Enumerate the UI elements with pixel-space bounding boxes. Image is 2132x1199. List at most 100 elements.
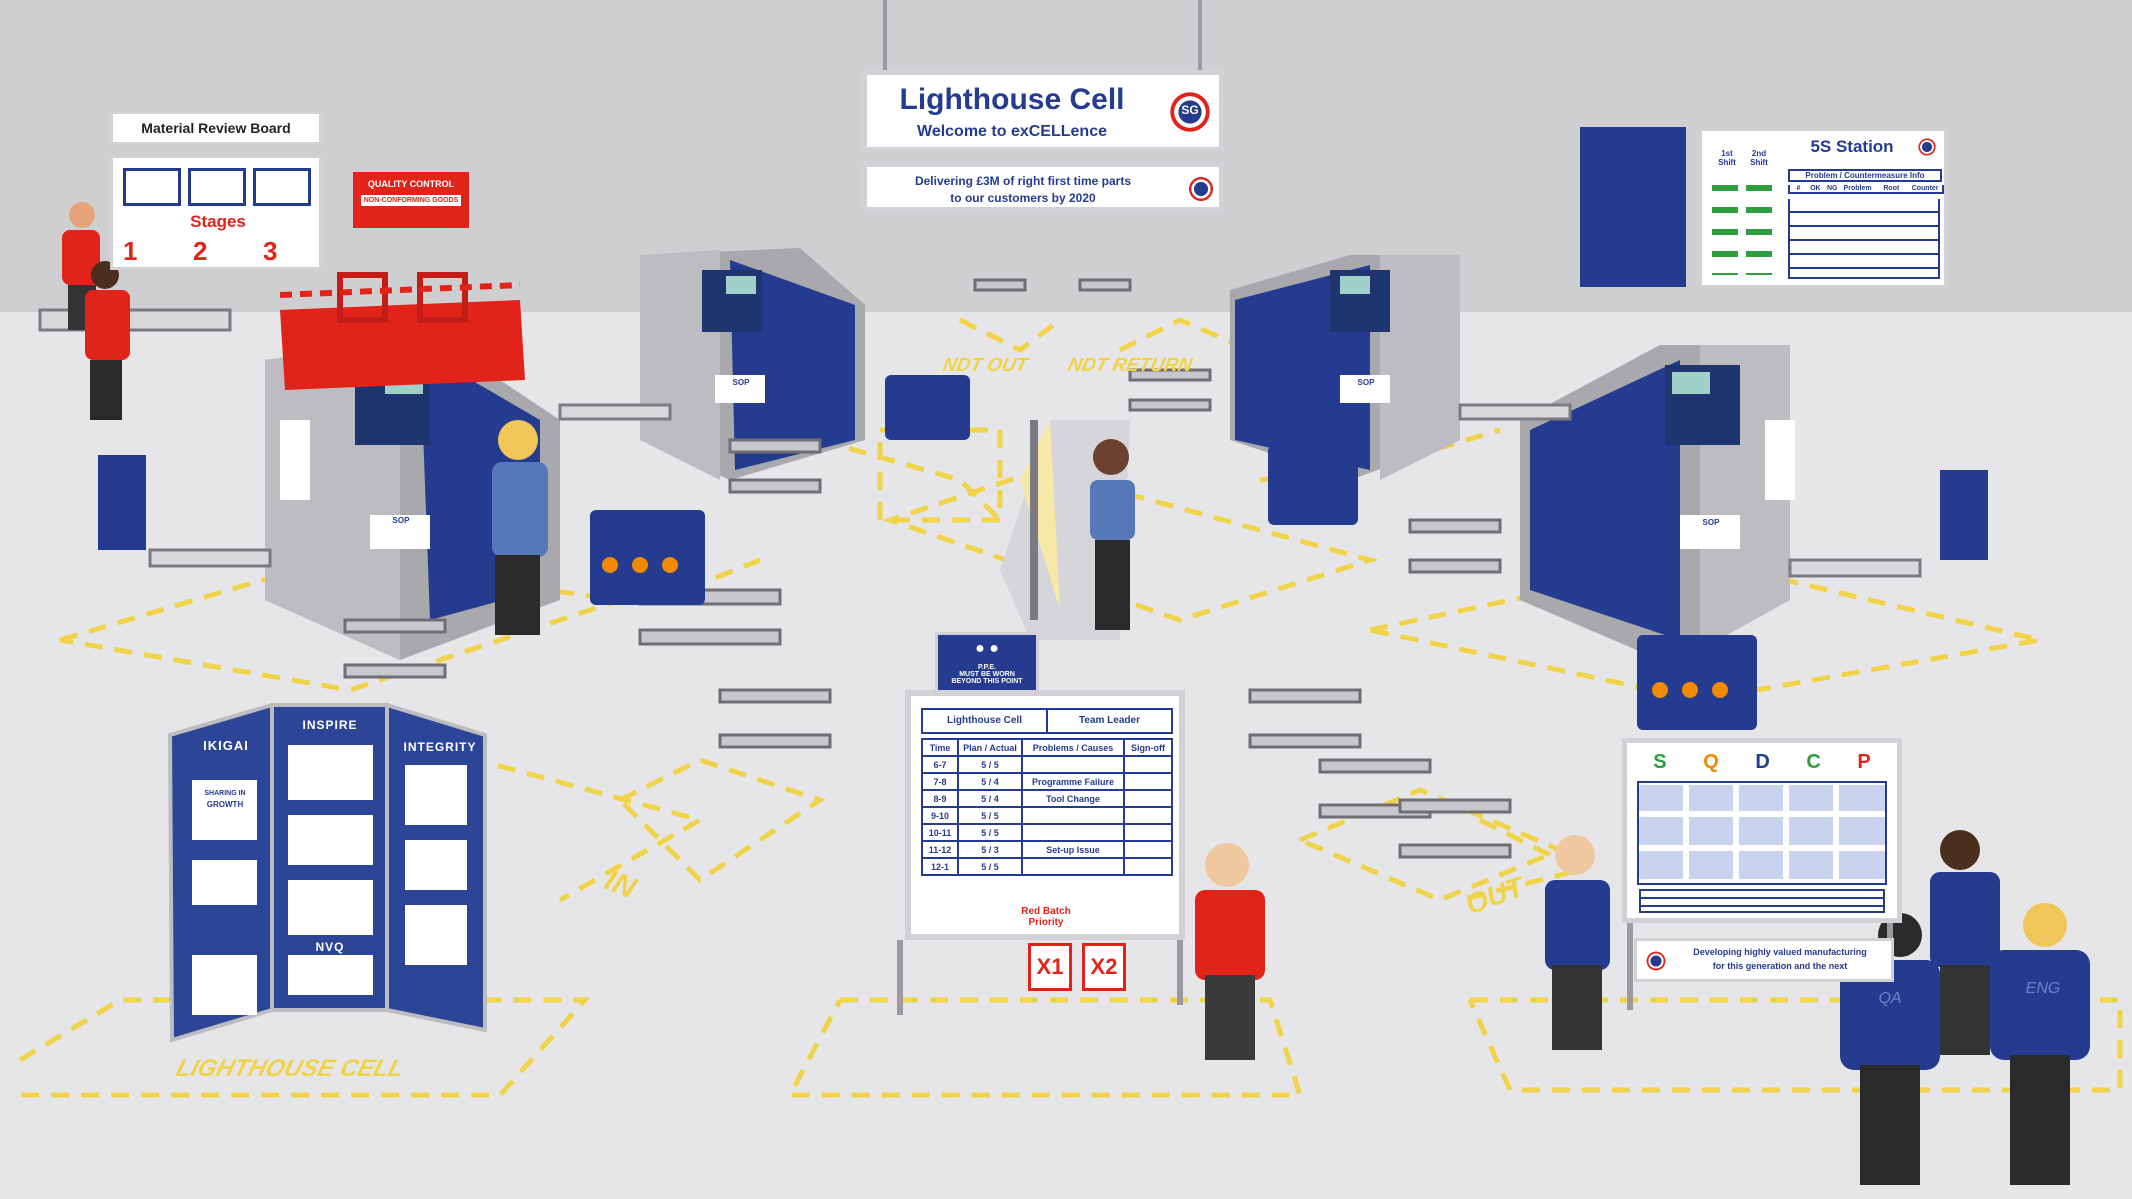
column-header: Time [921, 738, 959, 757]
sign-title: Lighthouse Cell [899, 83, 1125, 116]
time-cell: 10-11 [921, 823, 959, 842]
sop-label: SOP [732, 378, 750, 387]
column-header: Sign-off [1123, 738, 1173, 757]
floor-label-ndt-return: NDT RETURN [1066, 355, 1195, 376]
team-board-cell-label: Lighthouse Cell [923, 710, 1048, 732]
panel-title-integrity: INTEGRITY [403, 740, 477, 754]
column-header: Plan / Actual [957, 738, 1023, 757]
five-s-shift-2: 2nd Shift [1750, 149, 1768, 167]
team-leader-board: Lighthouse Cell Team Leader Time Plan / … [905, 690, 1185, 940]
panel-title-ikigai: IKIGAI [203, 738, 249, 753]
plan-actual-cell: 5 / 5 [957, 857, 1023, 876]
sop-label: SOP [392, 516, 410, 525]
plan-actual-cell: 5 / 3 [957, 840, 1023, 859]
signoff-cell [1123, 857, 1173, 876]
tag-2-text: X2 [1090, 954, 1118, 979]
mrb-bar-chart-icon [188, 168, 246, 206]
material-review-board-title: Material Review Board [110, 111, 322, 145]
sg-logo-icon [1167, 89, 1213, 135]
sharing-growth-line-1: SHARING IN [204, 790, 246, 797]
table-header-row: Time Plan / Actual Problems / Causes Sig… [921, 738, 1173, 757]
plan-value: 5 [981, 759, 987, 770]
sqdcp-letter-s: S [1653, 751, 1667, 773]
sign-subtitle: Welcome to exCELLence [917, 123, 1107, 140]
shift-indicator-column [1746, 175, 1772, 275]
five-s-columns: # OK NG Problem Root Counter [1788, 185, 1944, 194]
five-s-col: OK [1810, 185, 1821, 192]
problem-cell [1021, 806, 1125, 825]
cnc-machine-front-right [1520, 345, 1795, 660]
ppe-title: P.P.E. [977, 664, 997, 671]
mrb-stage-3: 3 [263, 236, 278, 266]
sqdcp-board: S Q D C P [1622, 738, 1902, 923]
floor-label-ndt-out: NDT OUT [940, 355, 1030, 376]
five-s-station-board: 1st Shift 2nd Shift 5S Station Problem /… [1698, 127, 1948, 289]
plan-actual-cell: 5 / 4 [957, 789, 1023, 808]
mission-line-2: to our customers by 2020 [950, 191, 1096, 205]
qc-title: QUALITY CONTROL [367, 179, 455, 189]
mission-line-1: Delivering £3M of right first time parts [914, 174, 1132, 188]
sop-label: SOP [1702, 518, 1720, 527]
floor-label-lighthouse-cell: LIGHTHOUSE CELL [173, 1055, 408, 1082]
sqdcp-letter-d: D [1755, 751, 1770, 773]
mrb-title-text: Material Review Board [141, 120, 291, 136]
plan-value: 5 [981, 810, 987, 821]
signoff-cell [1123, 772, 1173, 791]
sop-label: SOP [1357, 378, 1375, 387]
signoff-cell [1123, 840, 1173, 859]
plan-value: 5 [981, 776, 987, 787]
mrb-chart-icon [123, 168, 181, 206]
problem-cell: Tool Change [1021, 789, 1125, 808]
mrb-stages-label: Stages [190, 212, 246, 231]
sqdcp-footer-sign: Developing highly valued manufacturing f… [1634, 938, 1894, 982]
people [62, 202, 2090, 1185]
trolleys [343, 278, 1512, 859]
red-batch-tag-1: X1 [1028, 943, 1072, 991]
plan-actual-cell: 5 / 4 [957, 772, 1023, 791]
time-cell: 9-10 [921, 806, 959, 825]
sqdcp-letter-p: P [1857, 751, 1871, 773]
trifold-display [167, 702, 487, 1043]
sqdcp-chart-grid [1637, 781, 1887, 885]
material-review-board: Stages 1 2 3 [110, 155, 322, 270]
sg-logo-text: SG [1181, 103, 1199, 117]
signoff-cell [1123, 755, 1173, 774]
back-label-qa: QA [1878, 990, 1902, 1007]
plan-value: 5 [981, 861, 987, 872]
plan-value: 5 [981, 844, 987, 855]
signoff-cell [1123, 789, 1173, 808]
tag-1-text: X1 [1036, 954, 1064, 979]
problem-cell [1021, 857, 1125, 876]
tool-board-5s [1580, 127, 1686, 287]
red-batch-label: Red Batch Priority [1021, 906, 1071, 928]
ppe-icons: ● ● [975, 640, 999, 657]
shift-indicator-column [1712, 175, 1738, 275]
actual-value: 3 [993, 844, 999, 855]
quality-control-sign: QUALITY CONTROL NON-CONFORMING GOODS [353, 172, 469, 228]
cnc-machine-back-left [640, 248, 865, 480]
plan-actual-cell: 5 / 5 [957, 823, 1023, 842]
plan-actual-cell: 5 / 5 [957, 806, 1023, 825]
tool-board-right [1940, 470, 1988, 560]
lighthouse-cell-sign: Lighthouse Cell Welcome to exCELLence SG [862, 70, 1224, 152]
tool-board-left [98, 455, 146, 550]
sg-logo-icon [1187, 175, 1215, 203]
column-header: Problems / Causes [1021, 738, 1125, 757]
five-s-col: NG [1826, 185, 1838, 192]
mission-sign: Delivering £3M of right first time parts… [862, 162, 1224, 212]
blue-tool-carts [590, 375, 1757, 730]
sharing-growth-line-2: GROWTH [206, 800, 244, 809]
problem-cell [1021, 755, 1125, 774]
time-cell: 12-1 [921, 857, 959, 876]
ppe-line-2: BEYOND THIS POINT [951, 678, 1023, 685]
panel-title-inspire: INSPIRE [302, 718, 358, 732]
problem-cell: Set-up Issue [1021, 840, 1125, 859]
actual-value: 4 [993, 776, 999, 787]
